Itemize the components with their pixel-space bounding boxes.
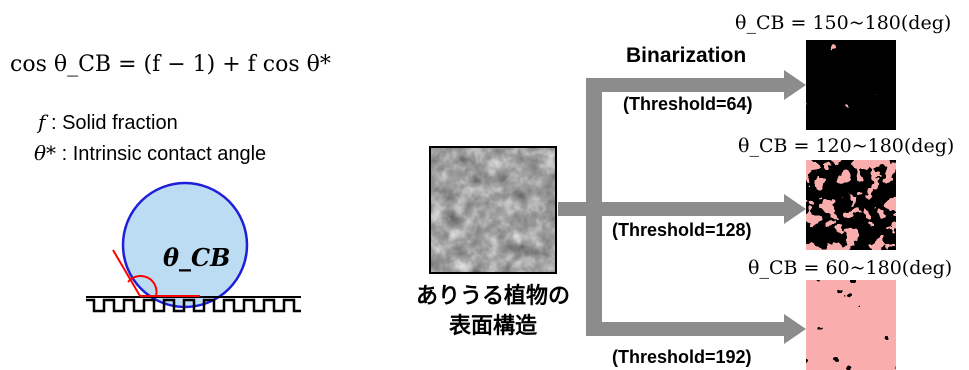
angle-arc bbox=[127, 275, 158, 297]
arrow-head-top bbox=[784, 70, 806, 100]
definition-text: : Solid fraction bbox=[50, 112, 178, 134]
droplet-illustration bbox=[86, 181, 301, 313]
arrow-head-bottom bbox=[784, 314, 806, 344]
arrow-shaft-middle bbox=[586, 202, 786, 216]
definition-contact-angle: θ* : Intrinsic contact angle bbox=[34, 141, 266, 166]
droplet-angle-label: θ_CB bbox=[163, 243, 231, 272]
branch-arrows bbox=[558, 70, 806, 344]
textured-surface-profile bbox=[86, 298, 301, 313]
definition-text: : Intrinsic contact angle bbox=[61, 143, 267, 165]
binary-image-64 bbox=[806, 40, 896, 130]
angle-range-64: θ_CB = 150~180(deg) bbox=[735, 12, 952, 34]
binary-image-192 bbox=[806, 280, 896, 370]
definition-symbol: f bbox=[38, 110, 46, 134]
threshold-label-64: (Threshold=64) bbox=[623, 94, 753, 114]
angle-range-128: θ_CB = 120~180(deg) bbox=[738, 135, 955, 157]
arrow-head-middle bbox=[784, 194, 806, 224]
caption-line-1: ありうる植物の bbox=[415, 284, 570, 309]
definition-solid-fraction: f : Solid fraction bbox=[38, 110, 178, 135]
binarization-label: Binarization bbox=[626, 44, 747, 67]
equation-text: cos θ_CB = (f − 1) + f cos θ* bbox=[10, 52, 331, 77]
source-image-caption: ありうる植物の 表面構造 bbox=[396, 282, 590, 342]
angle-range-192: θ_CB = 60~180(deg) bbox=[748, 257, 953, 279]
source-image bbox=[429, 146, 557, 274]
definition-symbol: θ* bbox=[34, 141, 57, 165]
wenzel-cassie-equation: cos θ_CB = (f − 1) + f cos θ* bbox=[10, 52, 331, 77]
caption-line-2: 表面構造 bbox=[448, 314, 537, 339]
threshold-label-128: (Threshold=128) bbox=[612, 220, 752, 240]
tangent-line bbox=[112, 249, 141, 297]
arrow-shaft-bottom bbox=[586, 322, 786, 336]
arrow-shaft-top bbox=[586, 78, 786, 92]
threshold-label-192: (Threshold=192) bbox=[612, 347, 752, 367]
binary-image-128 bbox=[806, 160, 896, 250]
arrow-trunk bbox=[558, 202, 592, 216]
